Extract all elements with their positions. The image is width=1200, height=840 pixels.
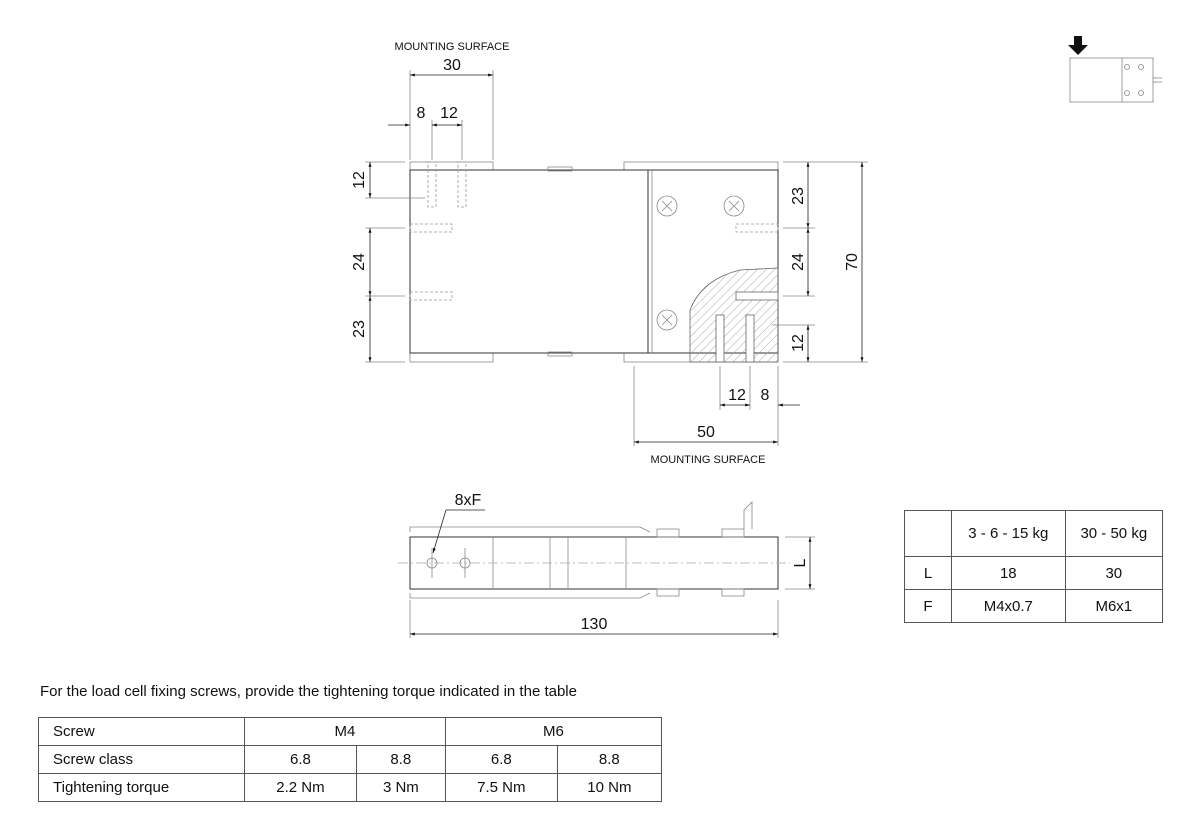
dim-left-23: 23 xyxy=(351,320,368,338)
table-cell: 2.2 Nm xyxy=(244,773,357,802)
table-cell: 18 xyxy=(951,556,1066,590)
dim-50: 50 xyxy=(697,424,715,441)
dim-30: 30 xyxy=(443,57,461,74)
table-cell: F xyxy=(904,589,952,623)
table-header: 30 - 50 kg xyxy=(1064,510,1164,557)
table-cell: 3 Nm xyxy=(355,773,446,802)
side-view: 8xF L 130 xyxy=(398,492,815,638)
dim-12: 12 xyxy=(440,105,458,122)
table-cell: Screw class xyxy=(38,745,245,774)
screw-icon xyxy=(656,309,678,331)
load-cell-body xyxy=(409,169,779,354)
table-cell: 10 Nm xyxy=(556,773,663,802)
load-direction-arrow-icon xyxy=(1068,36,1162,103)
table-cell: M6x1 xyxy=(1064,589,1164,623)
dim-L: L xyxy=(792,558,809,567)
top-view: MOUNTING SURFACE 30 8 12 12 24 23 23 24 … xyxy=(351,41,868,466)
dim-bottom-12: 12 xyxy=(728,387,746,404)
table-cell: 30 xyxy=(1064,556,1164,590)
dim-left-12: 12 xyxy=(351,171,368,189)
table-cell: L xyxy=(904,556,952,590)
dim-right-24: 24 xyxy=(790,253,807,271)
table-cell: 6.8 xyxy=(444,745,558,774)
variant-table: 3 - 6 - 15 kg 30 - 50 kg L 18 30 F M4x0.… xyxy=(904,510,1164,623)
table-cell: Screw xyxy=(38,717,245,746)
table-row: Screw class 6.8 8.8 6.8 8.8 xyxy=(38,745,663,774)
table-cell xyxy=(904,510,952,557)
dim-right-23: 23 xyxy=(790,187,807,205)
dim-left-24: 24 xyxy=(351,253,368,271)
torque-note: For the load cell fixing screws, provide… xyxy=(40,683,577,700)
table-cell: 7.5 Nm xyxy=(444,773,558,802)
screw-icon xyxy=(656,195,678,217)
dim-8: 8 xyxy=(417,105,426,122)
table-row: L 18 30 xyxy=(904,556,1164,590)
dim-130: 130 xyxy=(581,616,608,633)
table-cell: M4x0.7 xyxy=(951,589,1066,623)
screw-icon xyxy=(723,195,745,217)
table-cell: M4 xyxy=(244,717,446,746)
mounting-surface-label: MOUNTING SURFACE xyxy=(651,454,766,466)
dim-right-12: 12 xyxy=(790,334,807,352)
dim-70: 70 xyxy=(844,253,861,271)
torque-table: Screw M4 M6 Screw class 6.8 8.8 6.8 8.8 … xyxy=(38,717,663,802)
table-cell: 6.8 xyxy=(244,745,357,774)
table-cell: 8.8 xyxy=(556,745,663,774)
table-cell: M6 xyxy=(444,717,663,746)
mounting-surface-label: MOUNTING SURFACE xyxy=(395,41,510,53)
hole-callout: 8xF xyxy=(455,492,482,509)
dim-bottom-8: 8 xyxy=(761,387,770,404)
table-cell: 8.8 xyxy=(355,745,446,774)
table-row: F M4x0.7 M6x1 xyxy=(904,589,1164,623)
table-row: Screw M4 M6 xyxy=(38,717,663,746)
table-cell: Tightening torque xyxy=(38,773,245,802)
table-header: 3 - 6 - 15 kg xyxy=(951,510,1066,557)
table-row: Tightening torque 2.2 Nm 3 Nm 7.5 Nm 10 … xyxy=(38,773,663,802)
